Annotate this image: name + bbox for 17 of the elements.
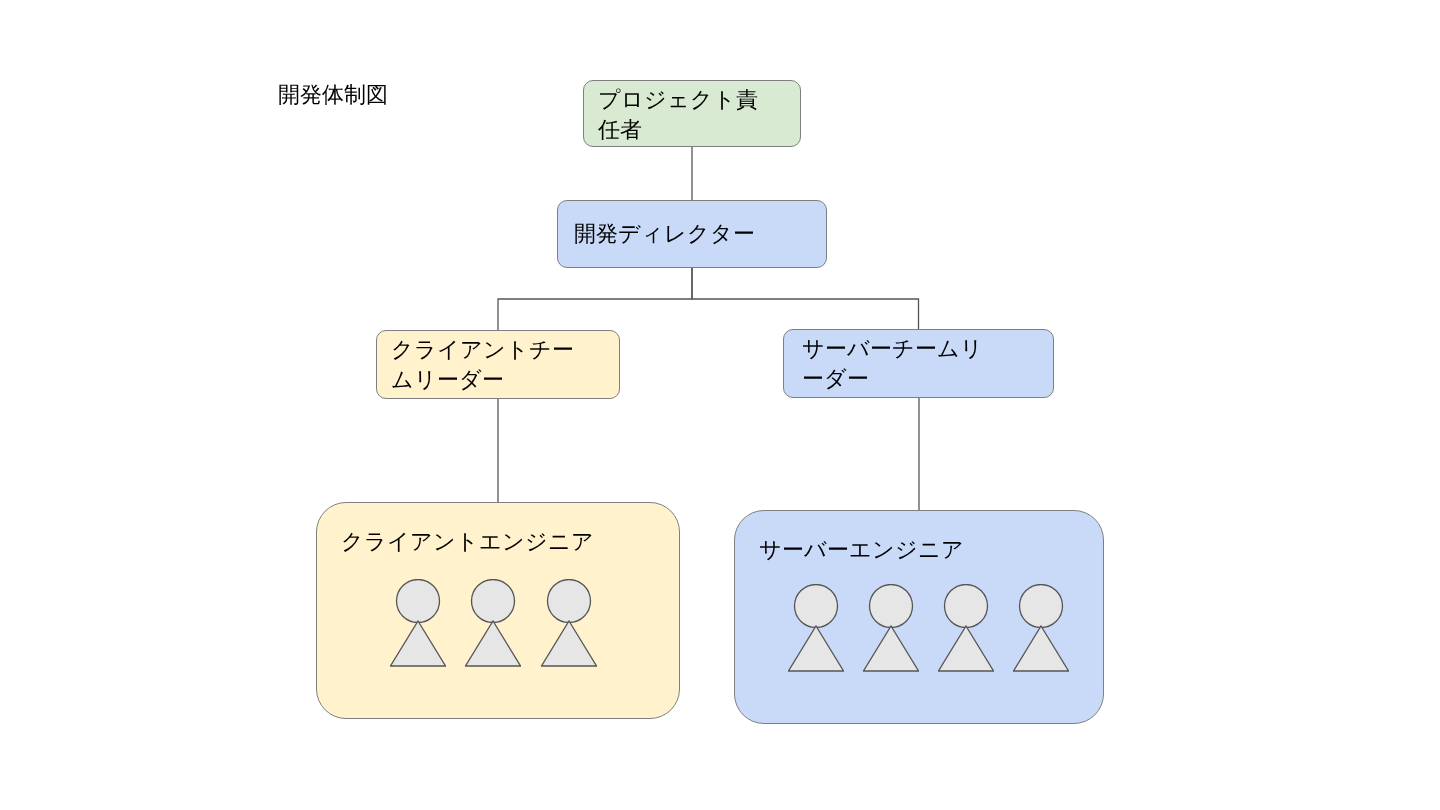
team-box <box>316 502 680 719</box>
node-label: クライアントチームリーダー <box>391 336 575 394</box>
node-label: サーバーチームリーダー <box>802 335 984 393</box>
connector-line <box>497 398 499 503</box>
node-label: クライアントエンジニア <box>341 528 595 556</box>
node-label: プロジェクト責任者 <box>598 86 759 144</box>
node-label: 開発ディレクター <box>574 220 756 248</box>
role-box <box>557 200 827 268</box>
diagram-title: 開発体制図 <box>278 81 388 109</box>
role-box <box>583 80 801 147</box>
connector-line <box>691 267 920 330</box>
connector-line <box>691 146 693 201</box>
role-box <box>376 330 620 399</box>
connector-line <box>918 397 920 511</box>
team-box <box>734 510 1104 724</box>
role-box <box>783 329 1054 398</box>
node-label: サーバーエンジニア <box>759 536 965 564</box>
